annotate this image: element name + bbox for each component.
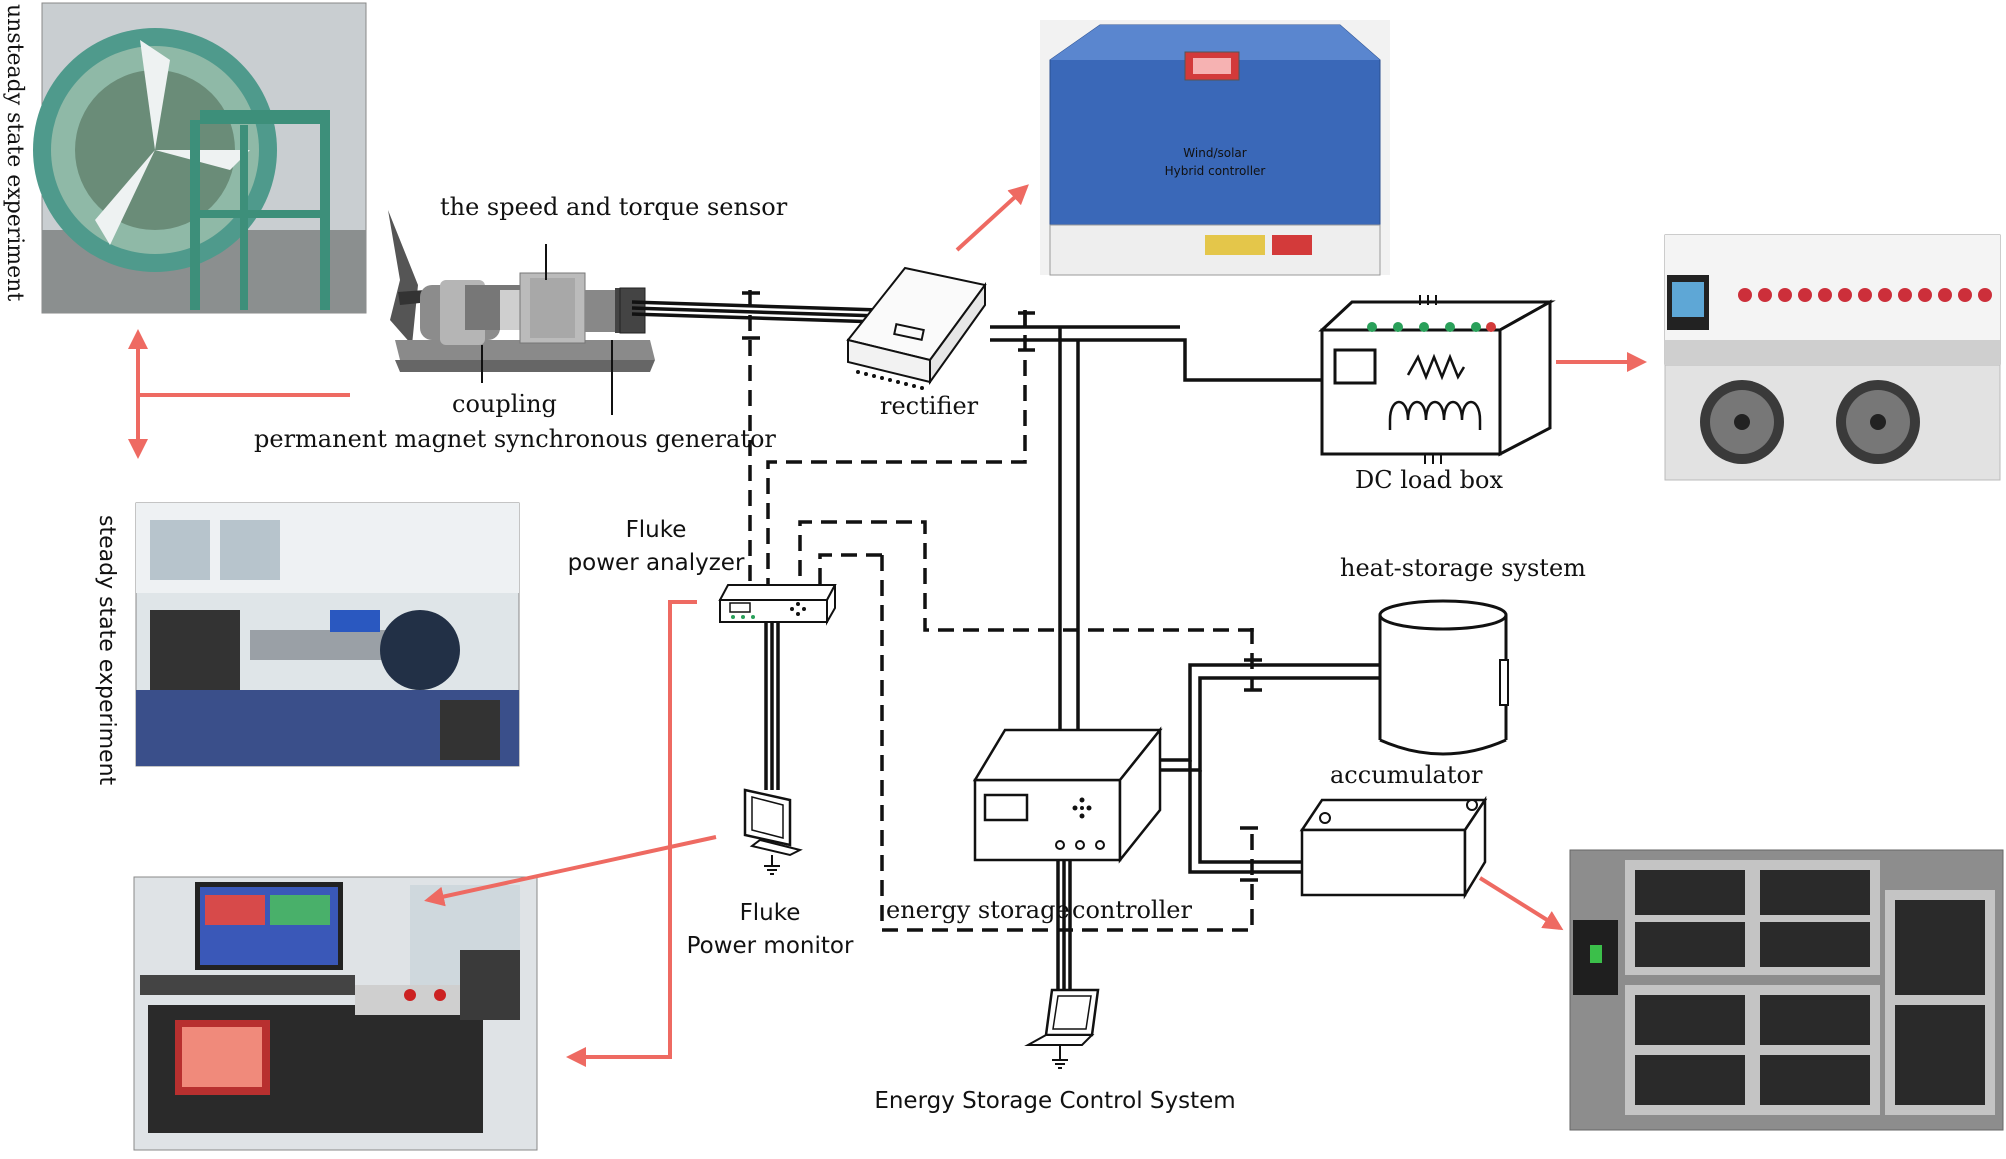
ground-icon-2: [1052, 1045, 1068, 1069]
dc-load-box-photo: [1664, 234, 2001, 481]
label-unsteady: unsteady state experiment: [2, 4, 27, 301]
power-lines: [631, 300, 1380, 990]
hybrid-label-1: Wind/solar: [1183, 146, 1246, 160]
wind-tunnel-photo: [33, 2, 367, 314]
label-fluke-monitor-2: Power monitor: [687, 933, 854, 959]
generator-bench: [388, 210, 655, 372]
rectifier-device: [846, 266, 987, 390]
signal-lines: [748, 290, 1254, 932]
bench-leaders: [481, 244, 613, 415]
label-rectifier: rectifier: [880, 392, 979, 420]
label-escs: Energy Storage Control System: [874, 1088, 1235, 1114]
label-speed-torque-sensor: the speed and torque sensor: [440, 193, 788, 221]
ground-icon: [764, 855, 780, 875]
label-fluke-analyzer-2: power analyzer: [568, 550, 745, 576]
load-switch-row: [1738, 288, 1992, 302]
accumulator-battery: [1299, 795, 1488, 900]
monitor-icon: [743, 788, 803, 857]
dc-load-box: [1318, 295, 1556, 464]
heat-storage-tank: [1378, 599, 1509, 756]
label-coupling: coupling: [452, 390, 557, 418]
label-heat-storage: heat-storage system: [1340, 554, 1586, 582]
label-pmsg: permanent magnet synchronous generator: [254, 425, 776, 453]
battery-bank-photo: [1569, 849, 2004, 1131]
label-controller: controller: [1072, 896, 1192, 924]
hybrid-controller-photo: Wind/solar Hybrid controller: [1040, 20, 1390, 276]
label-energy-storage: energy storage: [886, 896, 1070, 924]
label-steady: steady state experiment: [94, 515, 119, 786]
red-arrows: [128, 184, 1647, 1067]
label-accumulator: accumulator: [1330, 761, 1483, 789]
hybrid-label-2: Hybrid controller: [1165, 164, 1266, 178]
energy-storage-controller: [972, 726, 1163, 864]
lab-bench-photo: [135, 502, 520, 767]
power-analyzer-icon: [718, 584, 837, 626]
load-box-leds: [1367, 322, 1481, 332]
laptop-icon: [1024, 988, 1100, 1046]
label-fluke-analyzer-1: Fluke: [626, 517, 687, 543]
label-fluke-monitor-1: Fluke: [740, 900, 801, 926]
connector-ticks: [742, 291, 1262, 882]
fluke-instruments-photo: [133, 876, 538, 1151]
label-dc-load-box: DC load box: [1355, 466, 1503, 494]
